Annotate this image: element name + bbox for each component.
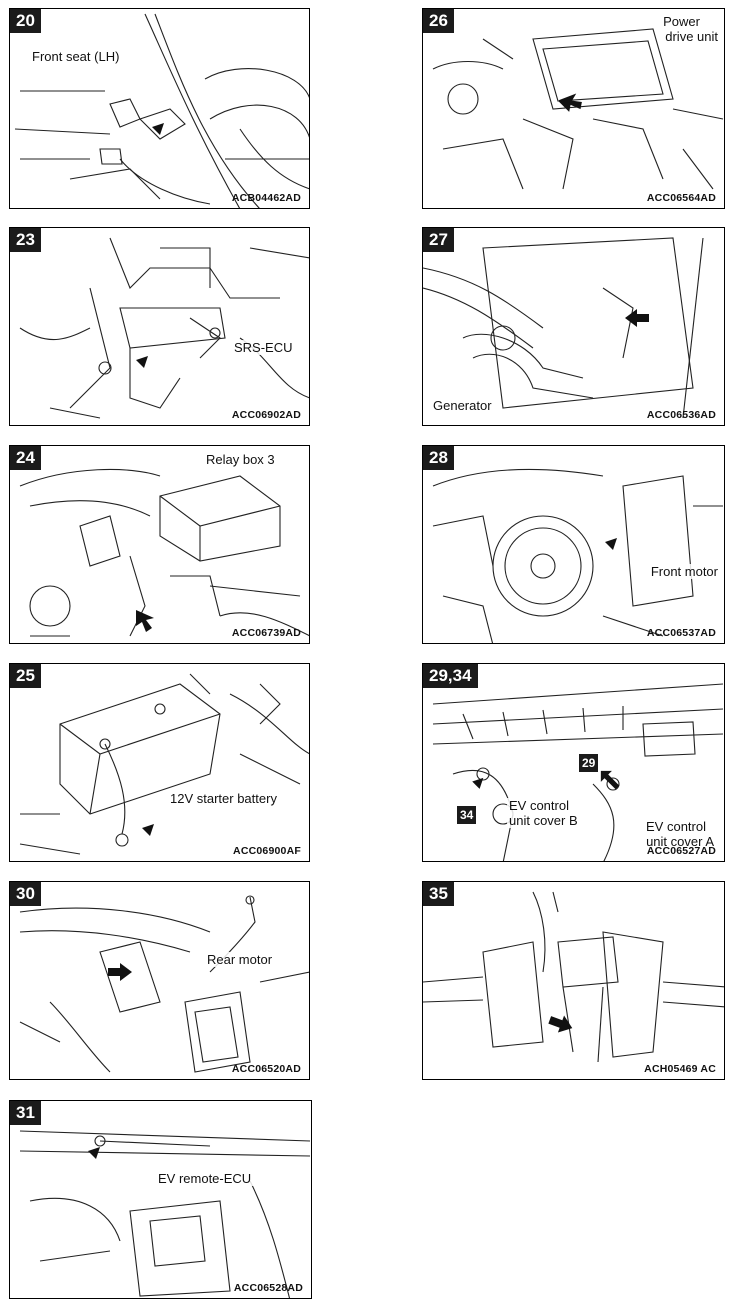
figure-code: ACC06902AD (231, 409, 301, 421)
drawing-front-seat (14, 13, 309, 208)
step-number-badge: 35 (423, 882, 454, 906)
label-generator: Generator (431, 398, 494, 413)
label-ev-control-a-line2: unit cover A (644, 834, 716, 849)
label-12v-starter-battery: 12V starter battery (168, 791, 279, 806)
figure-code: ACC06564AD (646, 192, 716, 204)
label-srs-ecu: SRS-ECU (232, 340, 295, 355)
step-number-badge: 27 (423, 228, 454, 252)
label-ev-remote-ecu: EV remote-ECU (156, 1171, 254, 1186)
step-number-badge: 28 (423, 446, 454, 470)
drawing-12v-battery (19, 673, 309, 855)
drawing-ev-remote-ecu (19, 1130, 311, 1298)
drawing-srs-ecu (19, 237, 309, 419)
panel-30: 30 Rear motor ACC06520AD (9, 881, 310, 1080)
figure-code: ACB04462AD (231, 192, 301, 204)
pointer-arrow-icon (108, 963, 132, 981)
label-ev-control-a-line1: EV control (644, 819, 708, 834)
figure-code: ACC06739AD (231, 627, 301, 639)
step-number-badge: 25 (10, 664, 41, 688)
label-front-seat: Front seat (LH) (30, 49, 122, 64)
figure-code: ACC06537AD (646, 627, 716, 639)
step-number-badge: 24 (10, 446, 41, 470)
figure-code: ACC06520AD (231, 1063, 301, 1075)
figure-code: ACC06900AF (233, 845, 301, 857)
pointer-arrow-icon (625, 309, 649, 327)
panel-31: 31 EV remote-ECU ACC06528AD (9, 1100, 312, 1299)
pointer-arrow-icon (144, 123, 164, 143)
label-ev-control-b-line2: unit cover B (507, 813, 580, 828)
label-ev-control-b-line1: EV control (507, 798, 571, 813)
panel-27: 27 Generator ACC06536AD (422, 227, 725, 426)
drawing-front-motor (432, 468, 723, 643)
drawing-rear-motor (19, 895, 309, 1073)
figure-code: ACH05469 AC (644, 1063, 716, 1075)
panel-28: 28 Front motor ACC06537AD (422, 445, 725, 644)
pointer-arrow-icon (559, 93, 582, 112)
pointer-arrow-icon (597, 538, 617, 558)
pointer-arrow-icon (128, 356, 148, 376)
step-number-badge: 30 (10, 882, 41, 906)
pointer-arrow-icon (134, 824, 154, 844)
pointer-arrow-icon (136, 610, 154, 632)
step-number-badge: 20 (10, 9, 41, 33)
panel-35: 35 ACH05469 AC (422, 881, 725, 1080)
drawing-ev-control-unit-covers (432, 683, 724, 861)
panel-23: 23 SRS-ECU ACC06902AD (9, 227, 310, 426)
label-relay-box-3: Relay box 3 (204, 452, 277, 467)
panel-26: 26 Power drive unit ACC06564AD (422, 8, 725, 209)
step-number-badge: 26 (423, 9, 454, 33)
label-front-motor: Front motor (648, 564, 720, 579)
drawing-component-35 (423, 891, 724, 1063)
step-number-badge: 29,34 (423, 664, 478, 688)
pointer-arrow-icon (80, 1147, 100, 1167)
label-power: Power (661, 14, 702, 29)
label-rear-motor: Rear motor (205, 952, 275, 967)
drawing-relay-box (19, 468, 309, 637)
figure-code: ACC06528AD (233, 1282, 303, 1294)
step-number-badge: 23 (10, 228, 41, 252)
panel-25: 25 12V starter battery ACC06900AF (9, 663, 310, 862)
panel-29-34: 29,34 29 34 EV control unit cover B EV c… (422, 663, 725, 862)
pointer-arrow-icon (464, 777, 484, 797)
figure-code: ACC06527AD (646, 845, 716, 857)
pointer-arrow-icon (548, 1015, 573, 1033)
callout-29-badge: 29 (579, 754, 599, 772)
figure-code: ACC06536AD (646, 409, 716, 421)
step-number-badge: 31 (10, 1101, 41, 1125)
panel-20: 20 Front seat (LH) ACB04462AD (9, 8, 310, 209)
label-drive-unit: drive unit (663, 29, 720, 44)
drawing-generator (423, 237, 704, 419)
pointer-arrow-icon (600, 770, 620, 790)
panel-24: 24 Relay box 3 ACC06739AD (9, 445, 310, 644)
callout-34-badge: 34 (457, 806, 477, 824)
drawing-power-drive-unit (432, 28, 724, 190)
